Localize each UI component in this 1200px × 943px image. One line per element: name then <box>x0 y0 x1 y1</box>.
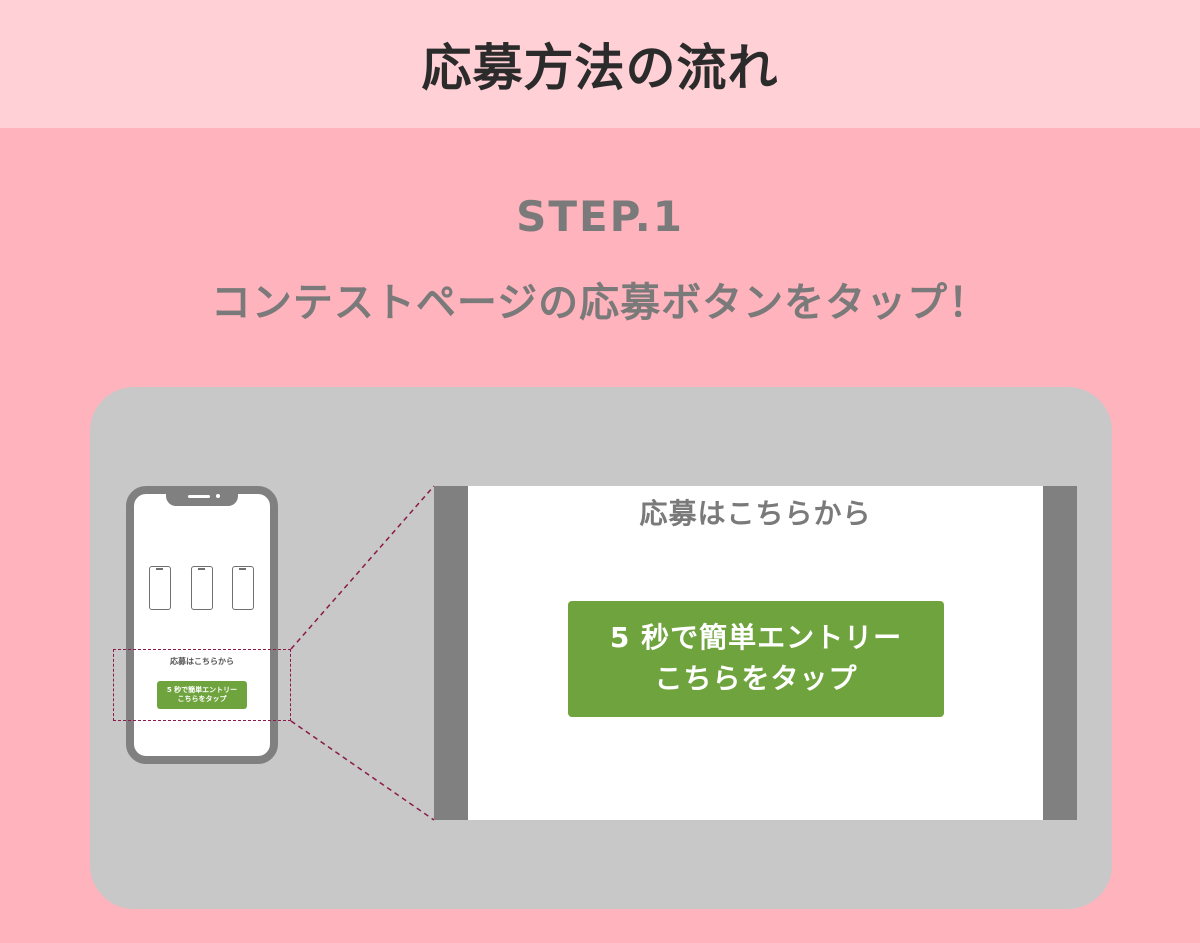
phone-camera <box>216 494 220 498</box>
mini-smartphone-icon <box>191 566 213 610</box>
zoom-highlight-box <box>113 649 291 721</box>
step-label: STEP.1 <box>516 192 684 241</box>
page-header: 応募方法の流れ <box>0 0 1200 128</box>
zoom-bezel-right <box>1043 486 1077 820</box>
zoom-entry-button[interactable]: 5 秒で簡単エントリー こちらをタップ <box>568 601 944 717</box>
zoom-entry-button-line2: こちらをタップ <box>654 662 858 695</box>
phone-entry-heading: 応募はこちらから <box>170 657 234 666</box>
mini-smartphone-icon <box>232 566 254 610</box>
smartphone-icon: 応募はこちらから 5 秒で簡単エントリー こちらをタップ <box>126 486 278 764</box>
zoomed-screen: 応募はこちらから 5 秒で簡単エントリー こちらをタップ <box>434 486 1077 820</box>
zoom-bezel-left <box>434 486 468 820</box>
zoom-entry-button-line1: 5 秒で簡単エントリー <box>609 621 903 655</box>
step-description: コンテストページの応募ボタンをタップ！ <box>210 280 990 326</box>
page-title: 応募方法の流れ <box>421 39 779 97</box>
mini-smartphone-icon <box>149 566 171 610</box>
phone-notch <box>166 492 238 506</box>
zoom-entry-heading: 応募はこちらから <box>639 497 872 530</box>
phone-entry-button[interactable]: 5 秒で簡単エントリー こちらをタップ <box>157 681 247 709</box>
phone-speaker <box>188 495 210 498</box>
phone-entry-button-line2: こちらをタップ <box>177 695 227 703</box>
phone-entry-button-line1: 5 秒で簡単エントリー <box>166 685 238 694</box>
